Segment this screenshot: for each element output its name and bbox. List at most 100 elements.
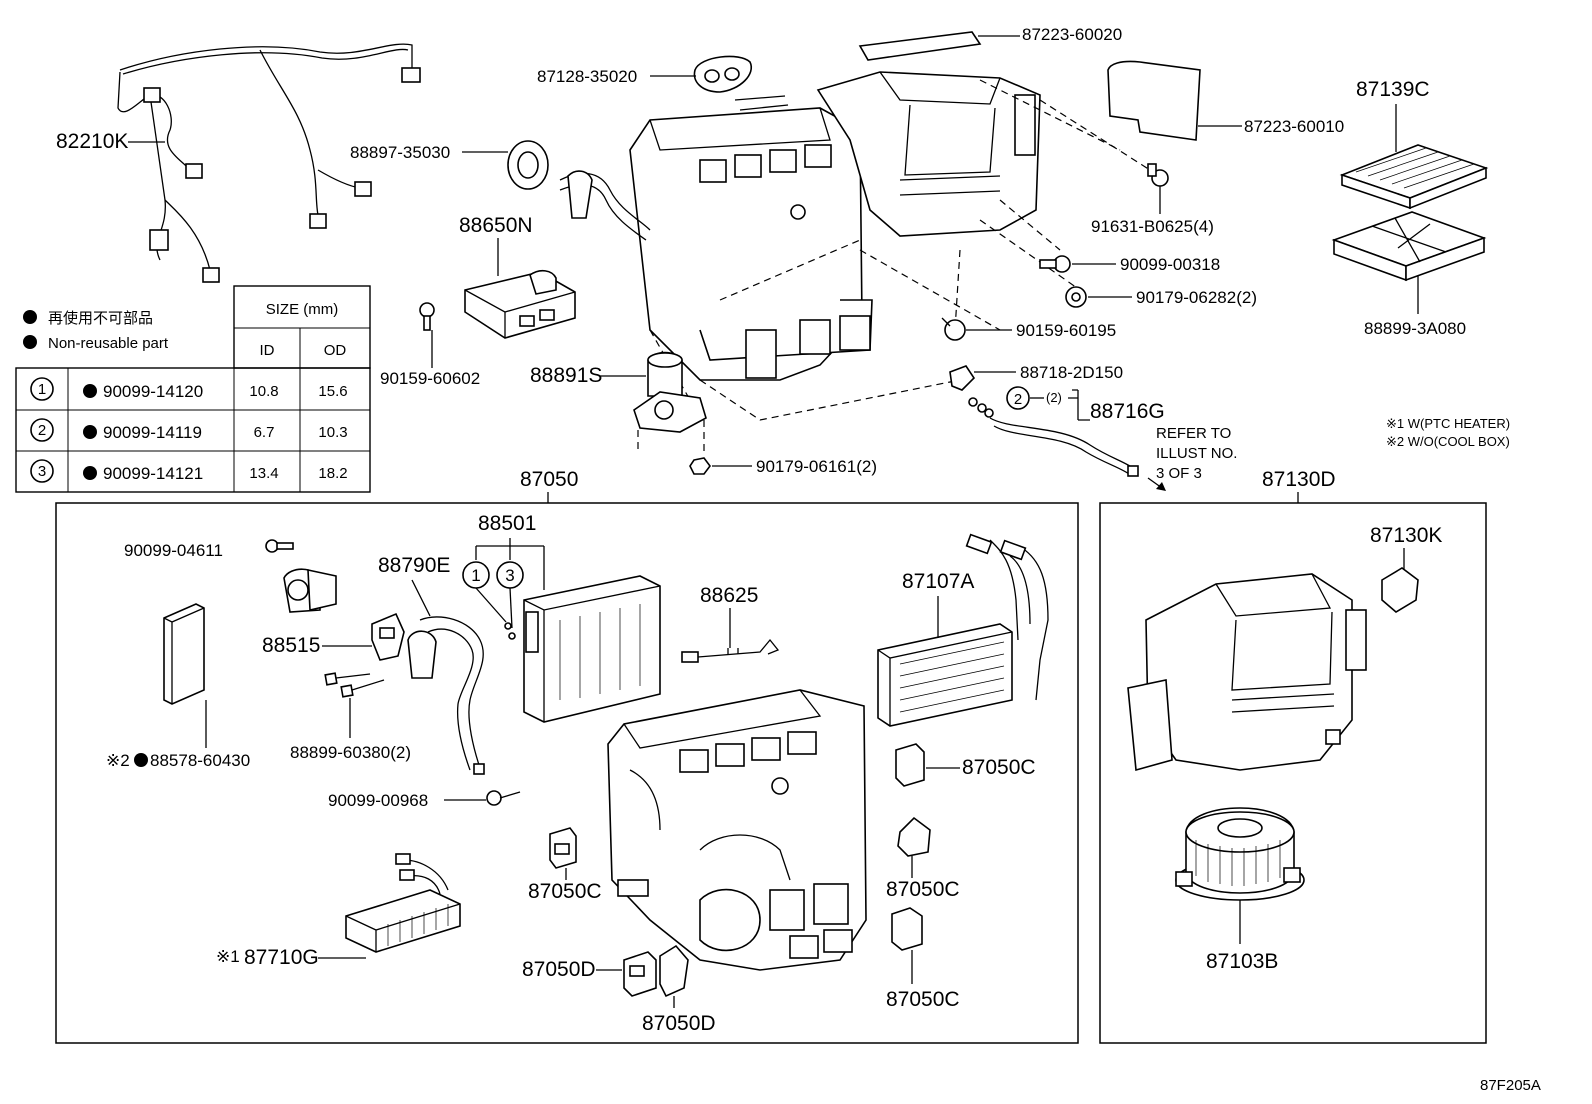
label-88625: 88625: [700, 584, 758, 607]
part-87050C-mid: [897, 816, 931, 857]
non-reusable-dot-icon: [134, 753, 148, 767]
legend-row-part: 90099-14120: [103, 382, 203, 401]
label-87050: 87050: [520, 468, 578, 491]
svg-text:10.3: 10.3: [318, 424, 347, 441]
nut-90179-06161: [689, 457, 711, 475]
svg-text:1: 1: [471, 566, 480, 585]
box-87130D: [1099, 502, 1487, 1044]
box-87050: [55, 502, 1079, 1044]
label-87107A: 87107A: [902, 570, 974, 593]
part-87710G: [345, 853, 461, 953]
label-90179-06282: 90179-06282(2): [1136, 288, 1257, 307]
svg-text:10.8: 10.8: [249, 383, 278, 400]
label-87050C-c: 87050C: [886, 878, 960, 901]
part-87139C: [1339, 144, 1489, 210]
label-87139C: 87139C: [1356, 78, 1430, 101]
part-88899-3A080: [1331, 211, 1487, 282]
refer-note-line-1: REFER TO: [1156, 425, 1231, 442]
legend-col-od: OD: [324, 342, 347, 359]
label-87128-35020: 87128-35020: [537, 67, 637, 86]
label-90099-00968: 90099-00968: [328, 791, 428, 810]
part-88716G: [968, 397, 1139, 477]
legend-en-note: Non-reusable part: [48, 335, 169, 352]
ring-callout-2-text: 2: [1014, 391, 1022, 408]
label-91631-B0625: 91631-B0625(4): [1091, 217, 1214, 236]
label-87223-60010: 87223-60010: [1244, 117, 1344, 136]
label-90099-04611: 90099-04611: [124, 541, 223, 560]
svg-text:13.4: 13.4: [249, 465, 278, 482]
part-87050C-bottom: [891, 907, 923, 951]
label-87223-60020: 87223-60020: [1022, 25, 1122, 44]
label-88578-60430: 88578-60430: [150, 751, 250, 770]
label-90159-60602: 90159-60602: [380, 369, 480, 388]
note-2: ※2 W/O(COOL BOX): [1386, 434, 1510, 449]
part-88625: [681, 638, 780, 663]
part-87050D-pair: [623, 944, 689, 998]
label-87050C-b: 87050C: [528, 880, 602, 903]
part-87103B: [1175, 807, 1305, 901]
non-reusable-dot-icon: [83, 425, 97, 439]
non-reusable-dot-icon: [83, 466, 97, 480]
mark-87710G: ※1: [216, 947, 240, 966]
label-88515: 88515: [262, 634, 320, 657]
label-82210K: 82210K: [56, 130, 128, 153]
label-87050D-b: 87050D: [642, 1012, 716, 1035]
mark-88578: ※2: [106, 751, 130, 770]
label-87710G: 87710G: [244, 946, 319, 969]
label-88899-60380: 88899-60380(2): [290, 743, 411, 762]
legend-row-part: 90099-14121: [103, 464, 203, 483]
screws-88899-60380: [324, 672, 385, 698]
part-88515: [371, 612, 405, 661]
label-90179-06161: 90179-06161(2): [756, 457, 877, 476]
part-88578-60430: [163, 603, 205, 705]
label-90159-60195: 90159-60195: [1016, 321, 1116, 340]
part-88718-2D150: [949, 365, 976, 391]
part-88891S: [633, 351, 707, 433]
label-88501: 88501: [478, 512, 536, 535]
legend-row-part: 90099-14119: [103, 423, 202, 442]
svg-text:3: 3: [505, 566, 514, 585]
legend-size-header: SIZE (mm): [266, 301, 339, 318]
clip-90159-60195: [941, 317, 966, 341]
legend-jp-note: 再使用不可部品: [48, 310, 153, 327]
legend-col-id: ID: [260, 342, 275, 359]
screw-90099-00968: [486, 790, 521, 806]
label-87050C-a: 87050C: [962, 756, 1036, 779]
label-88899-3A080: 88899-3A080: [1364, 319, 1466, 338]
bolt-91631: [1147, 163, 1169, 187]
nut-90179-06282: [1065, 286, 1087, 308]
label-88650N: 88650N: [459, 214, 533, 237]
part-88501: [523, 575, 661, 723]
label-88897-35030: 88897-35030: [350, 143, 450, 162]
part-88650N: [464, 269, 576, 339]
svg-text:15.6: 15.6: [318, 383, 347, 400]
label-87103B: 87103B: [1206, 950, 1278, 973]
part-87050C-top: [895, 743, 925, 787]
ring-callout-2-qty: (2): [1046, 390, 1062, 405]
refer-note-line-3: 3 OF 3: [1156, 465, 1202, 482]
bolt-90099-00318: [1039, 255, 1071, 273]
svg-text:6.7: 6.7: [254, 424, 275, 441]
blower-case: [1127, 573, 1367, 772]
motor-bracket: [283, 568, 337, 613]
legend-row-3: 3 90099-14121 13.4 18.2: [30, 459, 348, 483]
wire-harness-82210K: [117, 43, 421, 283]
diagram-code: 87F205A: [1480, 1077, 1541, 1094]
svg-text:1: 1: [38, 381, 46, 398]
refer-note-line-2: ILLUST NO.: [1156, 445, 1237, 462]
non-reusable-dot-icon: [83, 384, 97, 398]
part-87107A: [877, 533, 1049, 727]
ring-callout-2: [1006, 386, 1030, 410]
note-1: ※1 W(PTC HEATER): [1386, 416, 1510, 431]
part-87130K: [1381, 567, 1419, 613]
legend: 再使用不可部品 Non-reusable part SIZE (mm) ID O…: [15, 285, 371, 493]
label-87130D: 87130D: [1262, 468, 1336, 491]
part-87050-case: [607, 689, 867, 971]
non-reusable-dot-icon: [23, 310, 37, 324]
non-reusable-dot-icon: [23, 335, 37, 349]
part-88790E: [407, 616, 485, 775]
svg-text:2: 2: [38, 422, 46, 439]
svg-text:18.2: 18.2: [318, 465, 347, 482]
